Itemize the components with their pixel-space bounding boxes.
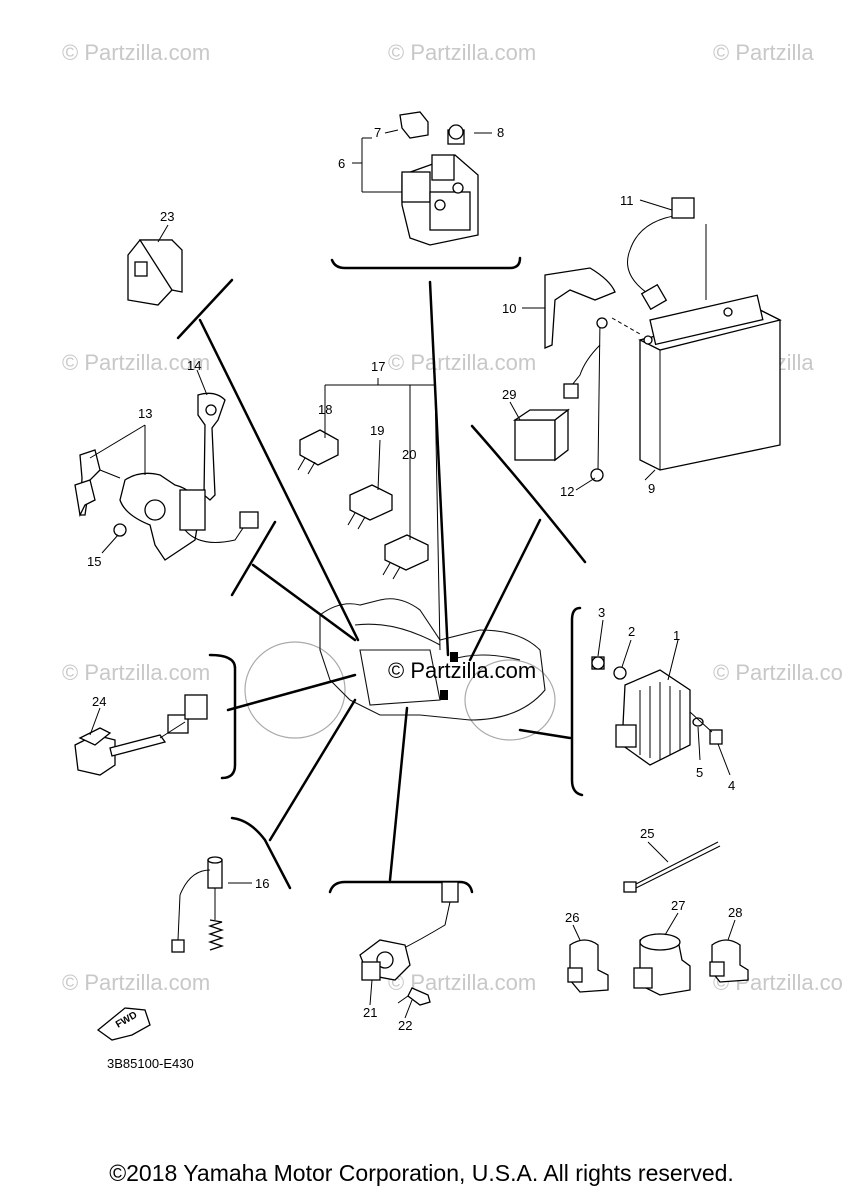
callout-19: 19 — [370, 423, 384, 438]
watermark-text: © Partzilla — [713, 40, 814, 65]
copyright-notice: ©2018 Yamaha Motor Corporation, U.S.A. A… — [109, 1160, 734, 1186]
callout-22: 22 — [398, 1018, 412, 1033]
callout-14: 14 — [187, 358, 201, 373]
leader-lines — [89, 129, 736, 1019]
callout-8: 8 — [497, 125, 504, 140]
fwd-arrow-icon: FWD — [96, 1007, 151, 1041]
callout-6: 6 — [338, 156, 345, 171]
callout-11: 11 — [620, 193, 634, 208]
callout-17: 17 — [371, 359, 385, 374]
callout-20: 20 — [402, 447, 416, 462]
callout-4: 4 — [728, 778, 735, 793]
callout-2: 2 — [628, 624, 635, 639]
watermark-text: © Partzilla.com — [62, 660, 210, 685]
flasher-relay — [127, 239, 183, 306]
callout-1: 1 — [673, 628, 680, 643]
watermark-text: © Partzilla.com — [388, 40, 536, 65]
battery-leads — [544, 197, 707, 482]
fuse-20 — [382, 534, 429, 580]
watermark-layer: © Partzilla.com © Partzilla.com © Partzi… — [62, 40, 843, 995]
rectifier-regulator — [591, 656, 723, 766]
watermark-text: © Partzilla.com — [62, 970, 210, 995]
clamp-26 — [567, 939, 609, 993]
watermark-text: © Partzilla.com — [62, 40, 210, 65]
callout-29: 29 — [502, 387, 516, 402]
callout-23: 23 — [160, 209, 174, 224]
watermark-text: © Partzilla.com — [62, 350, 210, 375]
callout-28: 28 — [728, 905, 742, 920]
callout-15: 15 — [87, 554, 101, 569]
callout-numbers: 1 2 3 4 5 6 7 8 9 10 11 12 13 14 15 16 1… — [87, 125, 742, 1033]
watermark-text: © Partzilla.com — [388, 350, 536, 375]
callout-21: 21 — [363, 1005, 377, 1020]
connector-mark — [450, 652, 458, 662]
callout-25: 25 — [640, 826, 654, 841]
watermark-text: © Partzilla.com — [713, 660, 843, 685]
callout-12: 12 — [560, 484, 574, 499]
callout-10: 10 — [502, 301, 516, 316]
relay-module — [512, 408, 570, 462]
callout-13: 13 — [138, 406, 152, 421]
ignition-switch-assembly — [74, 392, 259, 561]
watermark-center-text: © Partzilla.com — [388, 658, 536, 683]
section-brackets — [176, 256, 587, 894]
callout-5: 5 — [696, 765, 703, 780]
callout-27: 27 — [671, 898, 685, 913]
neutral-switch — [359, 881, 459, 1006]
callout-18: 18 — [318, 402, 332, 417]
clamps — [567, 933, 749, 996]
battery — [638, 294, 782, 471]
connection-lines — [198, 280, 572, 882]
sidestand-switch — [171, 856, 225, 953]
sensor-assembly — [74, 694, 208, 776]
fuse-19 — [347, 484, 393, 530]
motorcycle-silhouette: © Partzilla.com — [244, 598, 556, 741]
fuse-18 — [297, 429, 339, 475]
diagram-code: 3B85100-E430 — [107, 1056, 194, 1071]
clamp-28 — [709, 939, 749, 983]
connector-mark — [440, 690, 448, 700]
callout-9: 9 — [648, 481, 655, 496]
callout-26: 26 — [565, 910, 579, 925]
fuse-set — [297, 429, 429, 580]
starter-relay-assembly — [399, 111, 479, 246]
callout-16: 16 — [255, 876, 269, 891]
cable-tie — [623, 841, 721, 893]
callout-24: 24 — [92, 694, 106, 709]
clamp-27 — [633, 933, 691, 996]
callout-7: 7 — [374, 125, 381, 140]
callout-3: 3 — [598, 605, 605, 620]
